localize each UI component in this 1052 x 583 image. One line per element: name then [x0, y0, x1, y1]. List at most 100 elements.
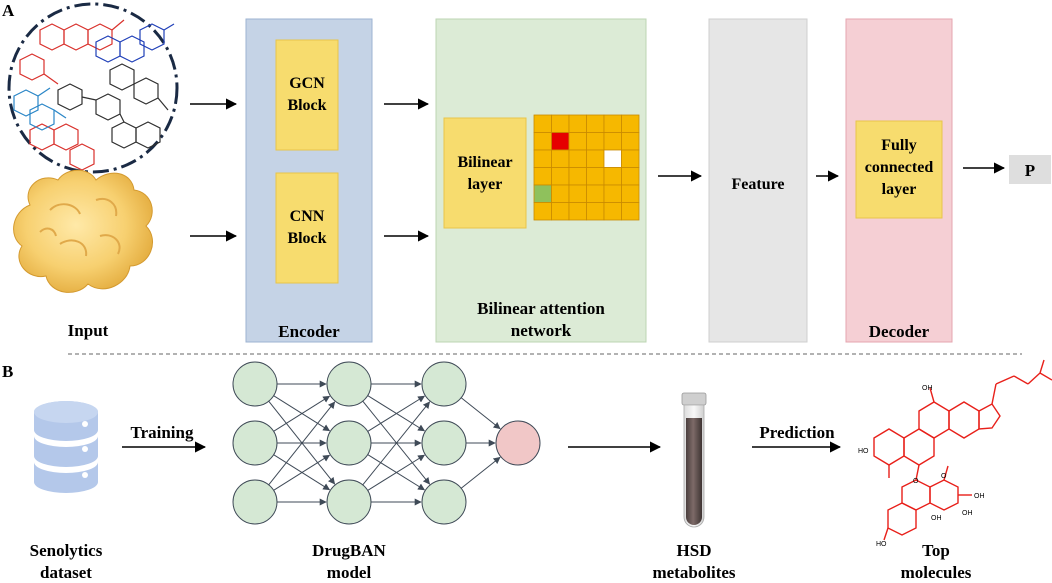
heatmap-cell — [533, 202, 552, 221]
heatmap-cell — [551, 184, 570, 203]
cnn-block-label: CNN — [290, 208, 325, 225]
model-label-2: model — [327, 563, 372, 582]
heatmap-cell — [568, 184, 587, 203]
heatmap-cell — [603, 167, 622, 186]
network-node — [421, 479, 467, 525]
heatmap-cell — [551, 167, 570, 186]
feature-label: Feature — [731, 176, 784, 193]
cnn-block-label-2: Block — [287, 230, 326, 247]
panel-a-letter: A — [2, 1, 15, 20]
heatmap-cell — [551, 132, 570, 151]
bilinear-layer-block — [443, 117, 527, 229]
heatmap-cell — [603, 149, 622, 168]
gcn-block-label-2: Block — [287, 97, 326, 114]
fc-label-3: layer — [882, 181, 917, 198]
heatmap-cell — [586, 114, 605, 133]
heatmap-cell — [551, 114, 570, 133]
cnn-block — [275, 172, 339, 284]
ban-title: Bilinear attention — [477, 299, 605, 318]
heatmap-cell — [551, 149, 570, 168]
dataset-label: Senolytics — [30, 541, 103, 560]
network-node — [421, 420, 467, 466]
heatmap-cell — [533, 149, 552, 168]
drugban-neural-network — [232, 361, 541, 525]
model-label: DrugBAN — [312, 541, 386, 560]
svg-text:OH: OH — [922, 385, 933, 392]
heatmap-cell — [621, 184, 640, 203]
protein-target-illustration — [13, 169, 154, 293]
heatmap-cell — [568, 149, 587, 168]
network-edge — [460, 397, 501, 430]
heatmap-cell — [568, 132, 587, 151]
input-label: Input — [68, 321, 109, 340]
heatmap-cell — [621, 132, 640, 151]
heatmap-cell — [533, 167, 552, 186]
network-node — [232, 420, 278, 466]
heatmap-cell — [621, 167, 640, 186]
top-molecule-structure: HO OH O O OH OH OH HO — [858, 359, 1052, 548]
heatmap-cell — [533, 114, 552, 133]
prediction-output-label: P — [1025, 161, 1035, 180]
decoder-title: Decoder — [869, 322, 930, 341]
network-edge — [268, 401, 336, 486]
svg-text:HO: HO — [858, 448, 869, 455]
svg-text:OH: OH — [974, 493, 985, 500]
network-node — [232, 479, 278, 525]
prediction-label: Prediction — [759, 423, 835, 442]
heatmap-cell — [551, 202, 570, 221]
network-node — [326, 479, 372, 525]
dataset-label-2: dataset — [40, 563, 92, 582]
bilinear-layer-label: Bilinear — [457, 154, 512, 171]
top-molecules-label-2: molecules — [901, 563, 972, 582]
heatmap-cell — [586, 167, 605, 186]
heatmap-cell — [603, 184, 622, 203]
network-edge — [460, 456, 501, 489]
heatmap-cell — [568, 167, 587, 186]
heatmap-cell — [568, 202, 587, 221]
network-node — [326, 361, 372, 407]
network-edge — [273, 454, 331, 491]
gcn-block — [275, 39, 339, 151]
heatmap-cell — [586, 184, 605, 203]
prediction-output-box — [1009, 155, 1051, 184]
heatmap-cell — [621, 149, 640, 168]
heatmap-cell — [603, 202, 622, 221]
gcn-block-label: GCN — [289, 75, 325, 92]
network-node — [421, 361, 467, 407]
feature-panel — [708, 18, 808, 343]
heatmap-cell — [586, 202, 605, 221]
heatmap-cell — [533, 184, 552, 203]
database-icon — [34, 401, 98, 493]
heatmap-cell — [568, 114, 587, 133]
network-edge — [367, 395, 426, 432]
heatmap-cell — [586, 149, 605, 168]
bilinear-layer-label-2: layer — [468, 176, 503, 193]
metabolites-label: HSD — [677, 541, 712, 560]
svg-text:OH: OH — [931, 515, 942, 522]
ban-title-2: network — [511, 321, 572, 340]
svg-text:O: O — [913, 478, 919, 485]
test-tube-icon — [681, 392, 707, 528]
heatmap-cell — [621, 114, 640, 133]
heatmap-cell — [586, 132, 605, 151]
svg-text:HO: HO — [876, 541, 887, 548]
training-label: Training — [131, 423, 194, 442]
svg-text:O: O — [941, 473, 947, 480]
network-node — [232, 361, 278, 407]
fc-label: Fully — [881, 137, 917, 154]
panel-b-letter: B — [2, 362, 13, 381]
top-molecules-label: Top — [922, 541, 950, 560]
attention-heatmap — [533, 114, 640, 221]
network-edge — [362, 401, 431, 486]
network-edge — [367, 454, 426, 491]
svg-text:OH: OH — [962, 510, 973, 517]
fully-connected-block — [855, 120, 943, 219]
heatmap-cell — [533, 132, 552, 151]
metabolites-label-2: metabolites — [652, 563, 735, 582]
network-output-node — [495, 420, 541, 466]
network-node — [326, 420, 372, 466]
heatmap-cell — [621, 202, 640, 221]
heatmap-cell — [603, 132, 622, 151]
drug-molecule-illustration — [7, 2, 179, 174]
